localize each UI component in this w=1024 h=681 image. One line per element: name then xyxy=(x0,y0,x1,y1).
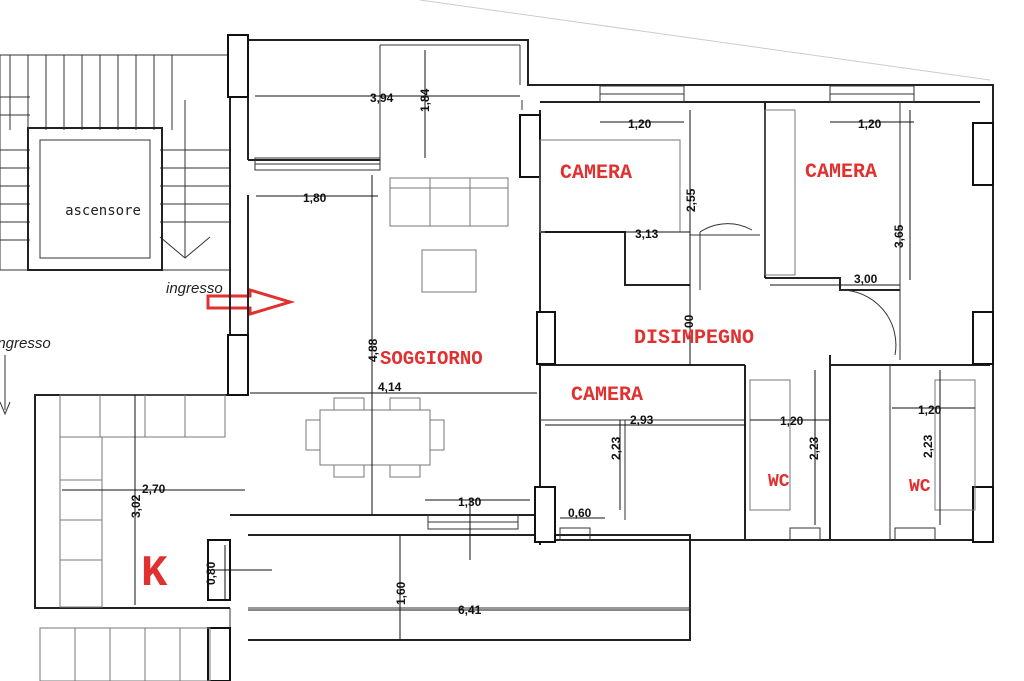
dim-cam2-window: 1,20 xyxy=(858,117,882,131)
dim-wc1-h: 2,23 xyxy=(807,436,821,460)
furniture xyxy=(39,109,976,681)
stairwell xyxy=(0,54,231,271)
dim-k-w: 2,70 xyxy=(142,482,166,496)
dim-sog-h: 4,88 xyxy=(366,338,380,362)
room-label-camera-2: CAMERA xyxy=(805,161,877,184)
ascensore-label: ascensore xyxy=(65,203,141,219)
dim-sog-win: 1,30 xyxy=(458,495,482,509)
dim-k-h: 3,02 xyxy=(129,494,143,518)
dim-k-small: 0,80 xyxy=(204,561,218,585)
dim-cam3-h: 2,23 xyxy=(609,436,623,460)
dim-door-060: 0,60 xyxy=(568,506,592,520)
room-label-soggiorno: SOGGIORNO xyxy=(380,348,483,370)
dim-balcony-top-h: 1,84 xyxy=(418,88,432,112)
door-swing-2 xyxy=(839,289,897,356)
ingresso-left-label: ingresso xyxy=(0,335,51,352)
dim-wc1-w: 1,20 xyxy=(780,414,804,428)
dim-sog-w: 4,14 xyxy=(378,380,402,394)
dim-balcony-bot-w: 6,41 xyxy=(458,603,482,617)
dim-balcony-top-w: 3,94 xyxy=(370,91,394,105)
dim-sog-top-w: 1,80 xyxy=(303,191,327,205)
door-swing xyxy=(699,223,753,233)
dim-cam2-w: 3,00 xyxy=(854,272,878,286)
entry-arrow-icon xyxy=(206,287,296,317)
dim-wc2-w: 1,20 xyxy=(918,403,942,417)
dimension-lines xyxy=(62,50,975,640)
ingresso-label: ingresso xyxy=(166,280,223,297)
dim-cam3-w: 2,93 xyxy=(630,413,654,427)
room-label-disimpegno: DISIMPEGNO xyxy=(634,327,754,350)
room-label-camera-1: CAMERA xyxy=(560,162,632,185)
room-label-camera-3: CAMERA xyxy=(571,384,643,407)
dim-cam1-h: 2,55 xyxy=(684,188,698,212)
windows xyxy=(254,85,936,541)
roof-line xyxy=(419,0,991,81)
dim-cam2-h: 3,65 xyxy=(892,224,906,248)
room-label-wc-2: WC xyxy=(909,477,931,497)
dim-balcony-bot-h: 1,60 xyxy=(394,581,408,605)
outer-walls xyxy=(34,39,994,681)
room-label-kitchen: K xyxy=(141,549,168,599)
pillars xyxy=(207,34,994,681)
dim-cam1-w: 3,13 xyxy=(635,227,659,241)
dim-dis-gap: 00 xyxy=(682,314,696,328)
room-label-wc-1: WC xyxy=(768,472,790,492)
dim-cam1-window: 1,20 xyxy=(628,117,652,131)
dim-wc2-h: 2,23 xyxy=(921,434,935,458)
